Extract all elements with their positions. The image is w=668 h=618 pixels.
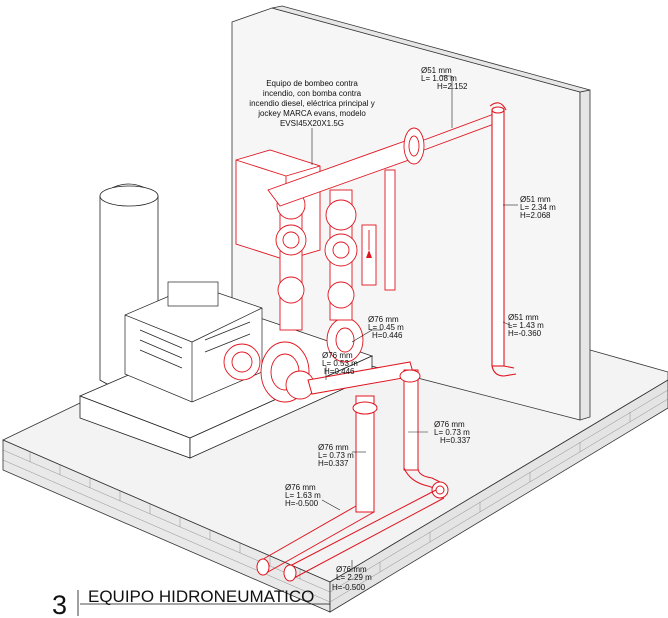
pipe-label-height: H=0.446: [324, 367, 355, 376]
equipment-note-line-3: incendio diesel, eléctrica principal y: [249, 99, 374, 108]
equipment-note: Equipo de bombeo contra incendio, con bo…: [249, 79, 374, 128]
equipment-note-line-5: EVSI45X20X1.5G: [280, 119, 344, 128]
pipe-label-9: Ø76 mm L= 2.29 m H=-0.500: [332, 565, 372, 592]
pipe-label-3: Ø51 mm L= 1.43 m H=-0.360: [508, 313, 544, 338]
pipe-label-8: Ø76 mm L= 1.63 m H=-0.500: [285, 483, 321, 508]
pipe-label-height: H=2.152: [437, 82, 468, 91]
pipe-label-height: H=-0.500: [285, 499, 319, 508]
drawing-title-text: EQUIPO HIDRONEUMATICO: [88, 587, 314, 606]
pipe-label-diameter: Ø76 mm: [434, 420, 465, 429]
pipe-label-diameter: Ø76 mm: [322, 351, 353, 360]
pipe-label-diameter: Ø76 mm: [336, 565, 367, 574]
pipe-label-5: Ø76 mm L= 0.53 m H=0.446: [322, 351, 358, 376]
pipe-label-length: L= 1.43 m: [508, 321, 544, 330]
pipe-label-length: L= 1.63 m: [285, 491, 321, 500]
pipe-label-height: H=2.068: [520, 211, 551, 220]
discharge-header: [267, 113, 495, 207]
equipment-note-line-4: jockey MARCA evans, modelo: [257, 109, 366, 118]
pipe-label-diameter: Ø76 mm: [368, 315, 399, 324]
pipe-label-2: Ø51 mm L= 2.34 m H=2.068: [520, 195, 556, 220]
pipe-label-diameter: Ø51 mm: [508, 313, 539, 322]
pipe-label-length: L= 0.53 m: [322, 359, 358, 368]
suction-manifold: [256, 361, 449, 582]
leader-lines: [311, 75, 518, 572]
pipe-label-diameter: Ø51 mm: [520, 195, 551, 204]
pipe-label-1: Ø51 mm L= 1.08 m H=2.152: [421, 66, 468, 91]
discharge-risers: [275, 169, 396, 331]
pipe-label-height: H=-0.360: [508, 329, 542, 338]
test-line-51mm: [489, 102, 517, 377]
drawing-title: 3 EQUIPO HIDRONEUMATICO: [52, 587, 330, 618]
pipe-label-diameter: Ø76 mm: [318, 443, 349, 452]
wall-top-face: [271, 5, 591, 93]
equipment-note-line-2: incendio, con bomba contra: [263, 89, 362, 98]
slab-brick-hatch: [2, 389, 668, 603]
pipe-label-length: L= 1.08 m: [421, 74, 457, 83]
pipe-label-length: L= 0.73 m: [434, 428, 470, 437]
pipe-label-height: H=0.446: [372, 331, 403, 340]
pipe-label-length: L= 2.29 m: [336, 573, 372, 582]
pipe-label-length: L= 0.45 m: [368, 323, 404, 332]
drawing-number: 3: [52, 590, 67, 618]
wall-side-face: [579, 89, 591, 421]
pipe-label-6: Ø76 mm L= 0.73 m H=0.337: [434, 420, 471, 445]
pipe-label-length: L= 2.34 m: [520, 203, 556, 212]
pipe-label-length: L= 0.73 m: [318, 451, 354, 460]
main-pump: [223, 341, 315, 403]
equipment-note-line-1: Equipo de bombeo contra: [266, 79, 358, 88]
pipe-label-7: Ø76 mm L= 0.73 m H=0.337: [318, 443, 354, 468]
pipe-label-diameter: Ø76 mm: [285, 483, 316, 492]
pipe-label-height: H=-0.500: [332, 583, 366, 592]
pipe-label-4: Ø76 mm L= 0.45 m H=0.446: [368, 315, 404, 340]
pipe-label-diameter: Ø51 mm: [421, 66, 452, 75]
pipe-label-height: H=0.337: [318, 459, 349, 468]
pipe-label-height: H=0.337: [440, 436, 471, 445]
